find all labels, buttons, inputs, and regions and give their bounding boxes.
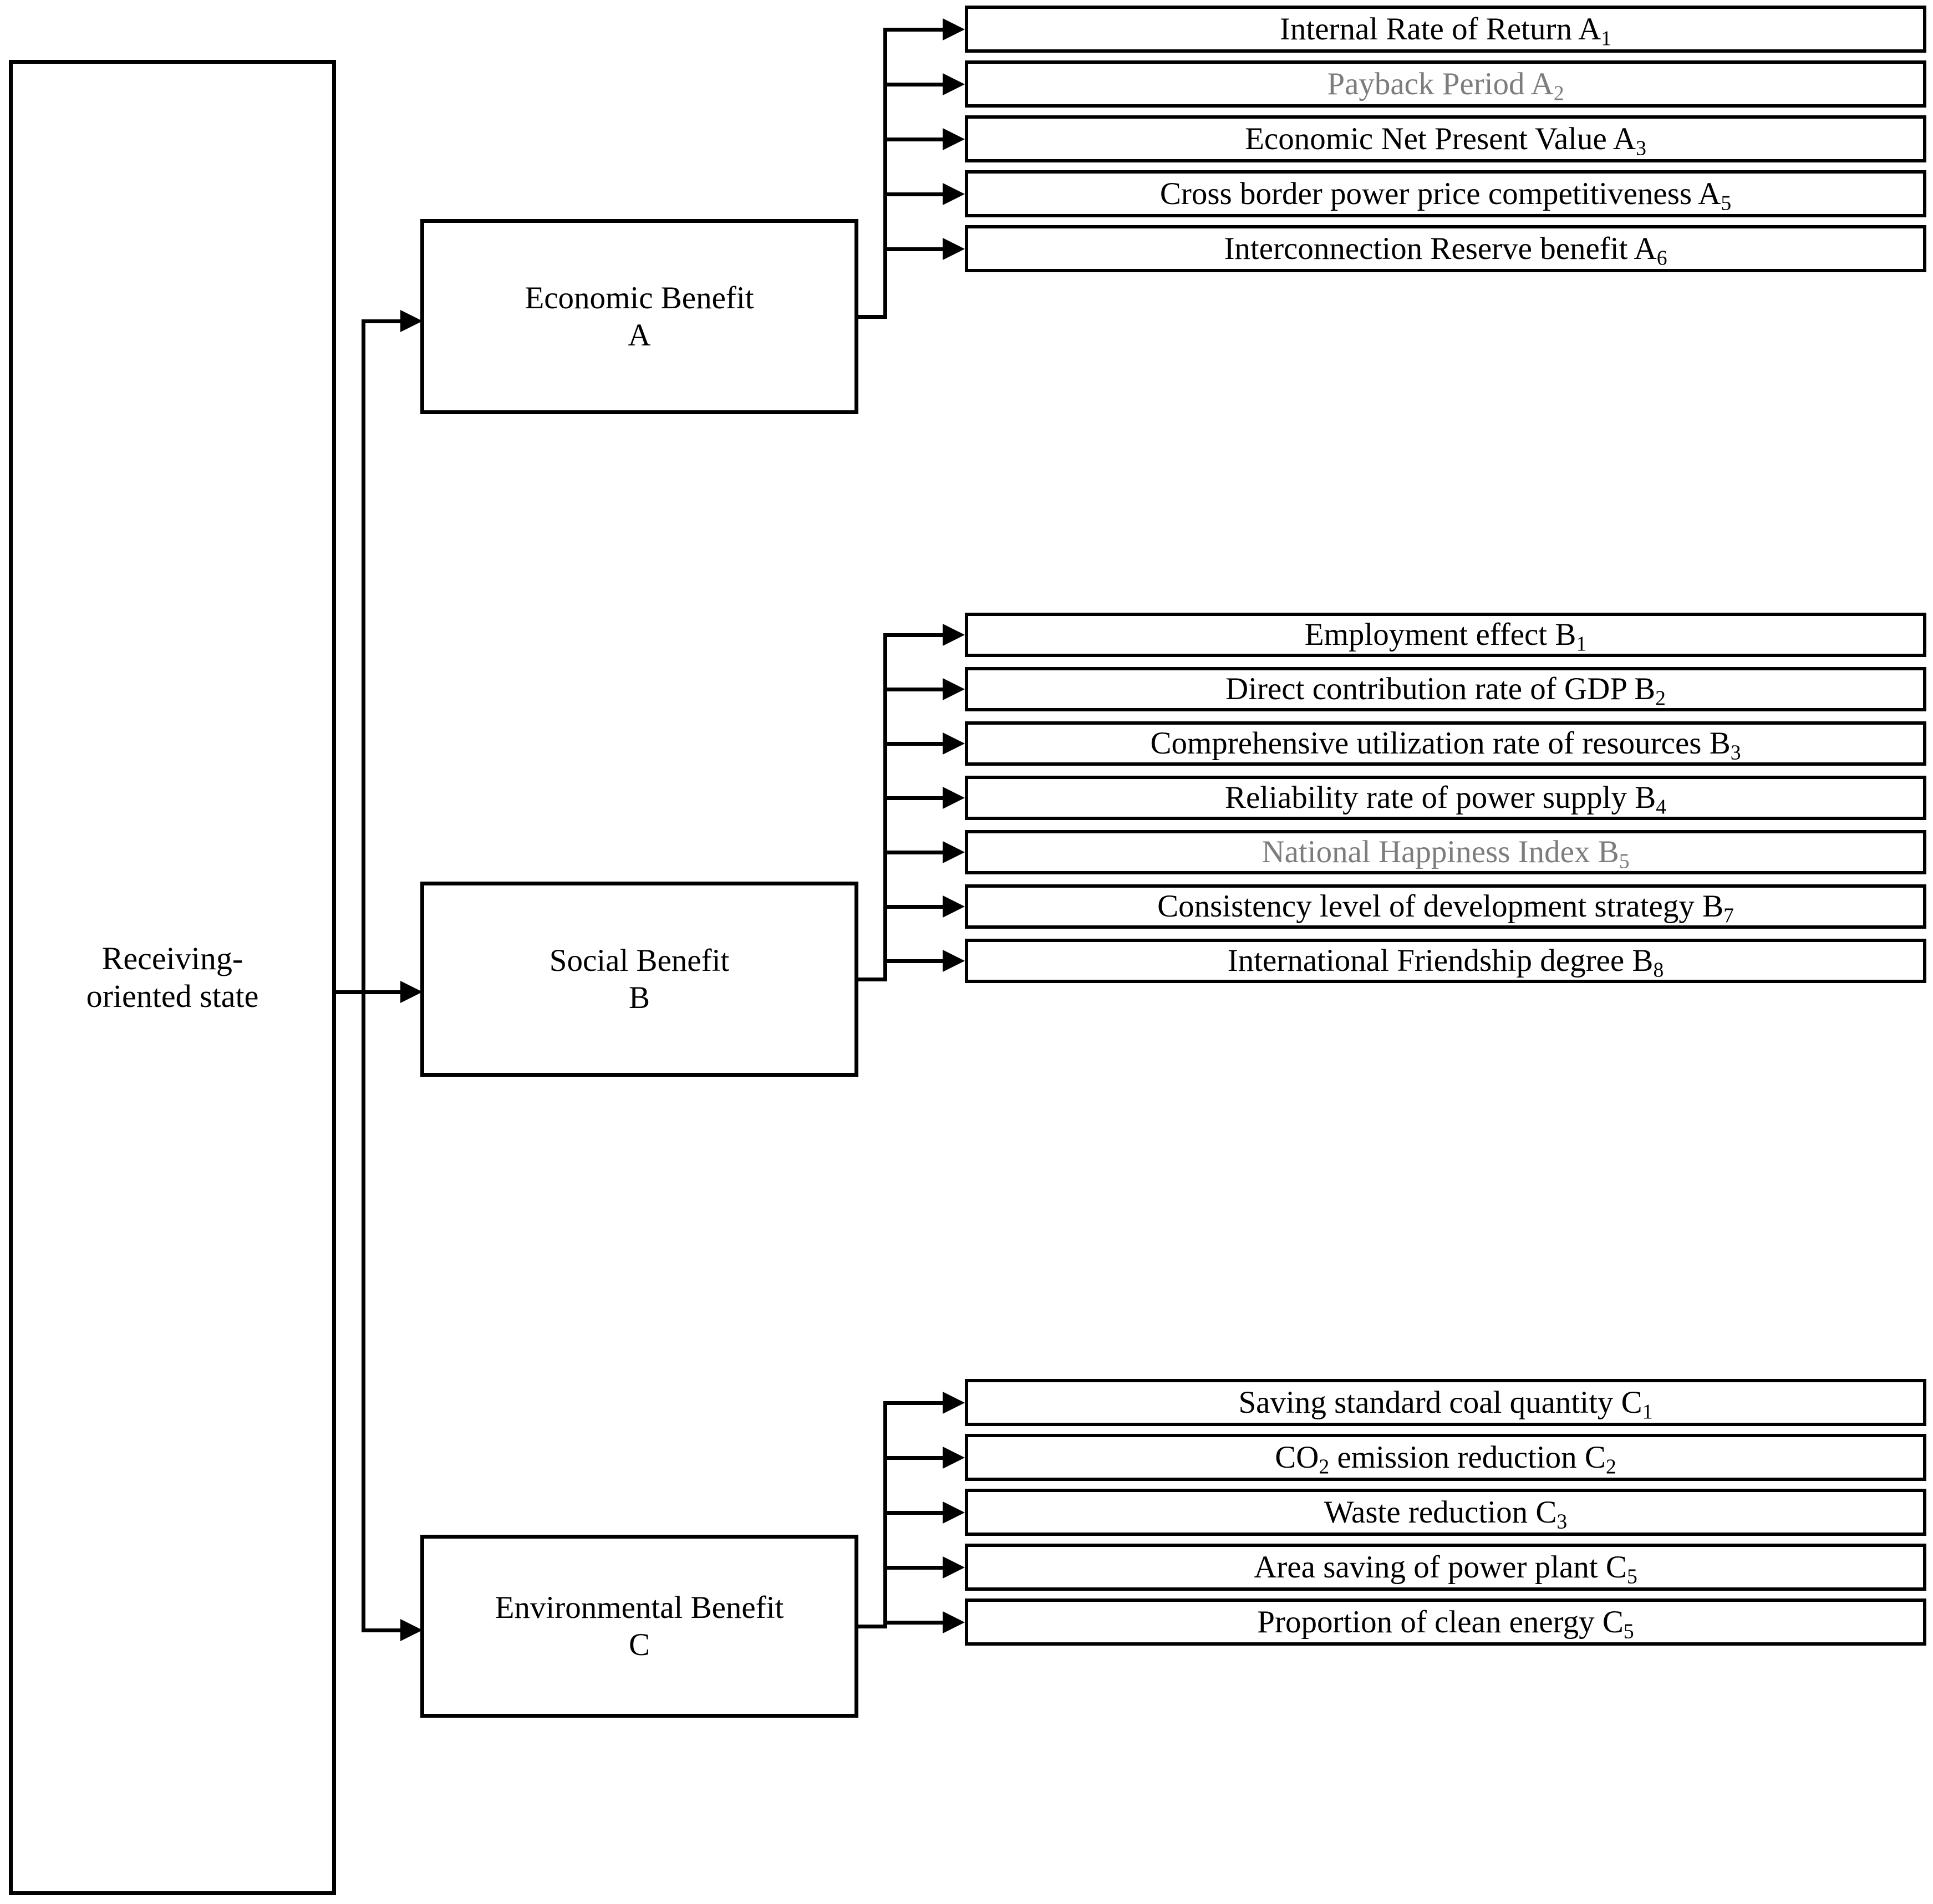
connector-a5 [883, 247, 945, 251]
connector-a4 [883, 192, 945, 196]
indicator-box-c4: Area saving of power plant C5 [965, 1544, 1926, 1591]
indicator-label: CO2 emission reduction C2 [1275, 1439, 1616, 1479]
indicator-box-c3: Waste reduction C3 [965, 1489, 1926, 1536]
connector-b3 [883, 742, 945, 746]
indicator-box-b6: Consistency level of development strateg… [965, 884, 1926, 929]
arrowhead-b6 [943, 895, 965, 918]
root-label-line1: Receiving- [101, 940, 243, 976]
arrowhead-b2 [943, 678, 965, 700]
stub-social [858, 978, 887, 981]
arrowhead-c2 [943, 1446, 965, 1469]
arrowhead-economic-benefit [400, 310, 423, 332]
arrowhead-b5 [943, 841, 965, 863]
arrowhead-c3 [943, 1501, 965, 1524]
category-node-environmental-benefit: Environmental Benefit C [420, 1535, 858, 1718]
indicator-box-a1: Internal Rate of Return A1 [965, 6, 1926, 53]
indicator-box-a3: Economic Net Present Value A3 [965, 115, 1926, 162]
indicator-label: Payback Period A2 [1327, 66, 1564, 105]
connector-a3 [883, 137, 945, 141]
connector-b1 [883, 633, 945, 637]
indicator-label: Waste reduction C3 [1324, 1494, 1568, 1534]
indicator-box-b1: Employment effect B1 [965, 613, 1926, 657]
category-c-label-line2: C [628, 1627, 650, 1662]
indicator-box-b5: National Happiness Index B5 [965, 830, 1926, 874]
connector-b2 [883, 688, 945, 691]
arrowhead-a2 [943, 73, 965, 95]
root-label-line2: oriented state [86, 978, 259, 1014]
connector-a1 [883, 27, 945, 32]
arrowhead-a4 [943, 182, 965, 205]
indicator-box-c1: Saving standard coal quantity C1 [965, 1379, 1926, 1426]
arrowhead-social-benefit [400, 981, 423, 1003]
indicator-label: Economic Net Present Value A3 [1245, 121, 1646, 160]
arrowhead-a1 [943, 18, 965, 40]
root-trunk-vertical [362, 319, 365, 1632]
arrowhead-c4 [943, 1556, 965, 1579]
root-trunk-horizontal [336, 990, 365, 994]
category-c-label-line1: Environmental Benefit [495, 1590, 784, 1625]
indicator-box-b3: Comprehensive utilization rate of resour… [965, 721, 1926, 766]
indicator-label: Internal Rate of Return A1 [1279, 11, 1612, 50]
indicator-label: Direct contribution rate of GDP B2 [1225, 671, 1666, 710]
bus-environmental [883, 1401, 887, 1628]
arrowhead-a5 [943, 237, 965, 260]
connector-a2 [883, 82, 945, 86]
indicator-label: Saving standard coal quantity C1 [1238, 1384, 1653, 1424]
category-node-economic-benefit: Economic Benefit A [420, 219, 858, 414]
arrowhead-c5 [943, 1611, 965, 1633]
bus-social [883, 633, 887, 981]
category-a-label-line1: Economic Benefit [525, 280, 754, 315]
indicator-label: Interconnection Reserve benefit A6 [1224, 231, 1667, 270]
connector-b6 [883, 905, 945, 909]
indicator-box-b7: International Friendship degree B8 [965, 939, 1926, 983]
branch-to-economic-benefit [362, 319, 417, 323]
arrowhead-b4 [943, 787, 965, 809]
indicator-box-a2: Payback Period A2 [965, 60, 1926, 108]
arrowhead-b7 [943, 950, 965, 972]
connector-c1 [883, 1401, 945, 1405]
category-a-label-line2: A [628, 318, 651, 353]
indicator-box-b2: Direct contribution rate of GDP B2 [965, 667, 1926, 711]
connector-b7 [883, 959, 945, 963]
indicator-label: National Happiness Index B5 [1261, 834, 1630, 873]
connector-c3 [883, 1510, 945, 1515]
category-node-social-benefit: Social Benefit B [420, 882, 858, 1077]
category-b-label-line2: B [628, 980, 650, 1015]
indicator-label: Cross border power price competitiveness… [1159, 176, 1732, 215]
arrowhead-b3 [943, 732, 965, 755]
indicator-label: Reliability rate of power supply B4 [1224, 780, 1667, 819]
indicator-label: Consistency level of development strateg… [1157, 889, 1734, 928]
indicator-label: Proportion of clean energy C5 [1257, 1604, 1634, 1643]
arrowhead-environmental-benefit [400, 1619, 423, 1641]
indicator-box-c5: Proportion of clean energy C5 [965, 1598, 1926, 1646]
connector-c4 [883, 1565, 945, 1570]
root-node-receiving-oriented-state: Receiving- oriented state [9, 60, 336, 1895]
bus-economic [883, 27, 887, 319]
indicator-box-c2: CO2 emission reduction C2 [965, 1434, 1926, 1481]
indicator-box-a5: Interconnection Reserve benefit A6 [965, 225, 1926, 272]
category-b-label-line1: Social Benefit [549, 943, 730, 978]
indicator-box-a4: Cross border power price competitiveness… [965, 170, 1926, 217]
arrowhead-b1 [943, 624, 965, 646]
indicator-label: Area saving of power plant C5 [1254, 1549, 1637, 1589]
indicator-label: Employment effect B1 [1304, 617, 1587, 656]
arrowhead-c1 [943, 1391, 965, 1414]
indicator-box-b4: Reliability rate of power supply B4 [965, 776, 1926, 820]
stub-economic [858, 315, 887, 319]
arrowhead-a3 [943, 128, 965, 150]
connector-b4 [883, 796, 945, 800]
connector-c2 [883, 1455, 945, 1460]
branch-to-social-benefit [362, 990, 417, 994]
indicator-label: International Friendship degree B8 [1227, 943, 1664, 982]
connector-c5 [883, 1620, 945, 1625]
branch-to-environmental-benefit [362, 1628, 417, 1632]
connector-b5 [883, 851, 945, 854]
indicator-label: Comprehensive utilization rate of resour… [1150, 726, 1741, 765]
stub-environmental [858, 1625, 887, 1628]
